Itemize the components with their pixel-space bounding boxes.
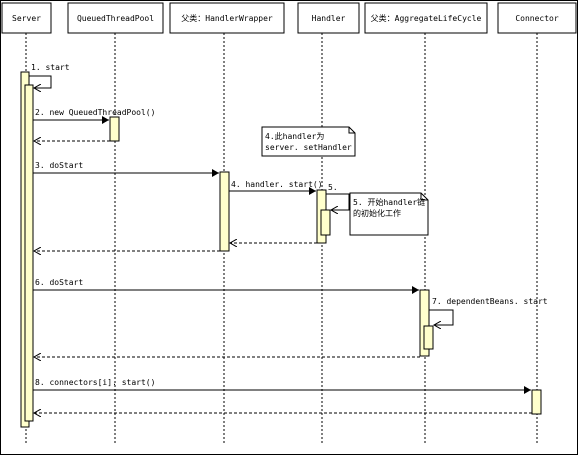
activation-handlerwrapper xyxy=(219,171,230,252)
message-4-handler-start: 4. handler. start() xyxy=(229,180,323,243)
note-2-line-1: 5. 开始handler链 xyxy=(353,197,425,207)
lifeline-label-handlerwrapper: 父类：HandlerWrapper xyxy=(181,13,273,23)
lifeline-label-connector: Connector xyxy=(515,14,559,23)
lifeline-header-handler xyxy=(297,2,360,34)
lifeline-handlerwrapper: 父类：HandlerWrapper xyxy=(169,2,285,445)
lifeline-connector: Connector xyxy=(497,2,577,445)
lifeline-label-server: Server xyxy=(12,14,41,23)
activation-handler-inner xyxy=(320,209,331,236)
activation-connector xyxy=(531,389,542,415)
note-1-box xyxy=(261,126,356,157)
lifeline-aggregatelifecycle: 父类：AggregateLifeCycle xyxy=(364,2,488,445)
message-7-label: 7. dependentBeans. start xyxy=(432,297,548,306)
message-2-new-qtp: 2. new QueuedThreadPool() xyxy=(33,108,155,141)
lifeline-label-aggregatelifecycle: 父类：AggregateLifeCycle xyxy=(371,13,482,23)
note-1: 4.此handler为 server. setHandler xyxy=(261,126,356,157)
message-1-arrow xyxy=(29,75,52,88)
message-5-self: 5. xyxy=(326,183,350,210)
lifeline-header-handlerwrapper xyxy=(169,2,285,34)
lifeline-header-aggregatelifecycle xyxy=(364,2,488,34)
lifeline-handler: Handler xyxy=(297,2,360,445)
lifeline-label-handler: Handler xyxy=(312,14,346,23)
note-2-box xyxy=(349,192,429,236)
lifeline-header-connector xyxy=(497,2,577,34)
message-3-label: 3. doStart xyxy=(35,161,83,170)
message-4-label: 4. handler. start() xyxy=(231,180,323,189)
activation-aggregatelifecycle-inner xyxy=(423,325,434,350)
message-7-dependentbeans-start: 7. dependentBeans. start xyxy=(429,297,548,325)
message-1-start: 1. start xyxy=(29,63,70,88)
message-7-arrow xyxy=(429,309,454,325)
lifeline-queuedthreadpool: QueuedThreadPool xyxy=(67,2,164,445)
note-2: 5. 开始handler链 的初始化工作 xyxy=(349,192,429,236)
note-2-fold xyxy=(420,193,428,201)
message-2-label: 2. new QueuedThreadPool() xyxy=(35,108,155,117)
lifeline-label-queuedthreadpool: QueuedThreadPool xyxy=(77,14,154,23)
activation-aggregatelifecycle-outer xyxy=(419,289,430,357)
message-5-arrow xyxy=(326,193,350,210)
message-6-label: 6. doStart xyxy=(35,278,83,287)
message-5-label: 5. xyxy=(328,183,338,192)
note-1-line-2: server. setHandler xyxy=(265,143,352,152)
message-8-connectors-start: 8. connectors[i]. start() xyxy=(33,378,532,413)
activation-queuedthreadpool xyxy=(109,116,120,142)
activation-server-inner xyxy=(24,84,34,422)
lifeline-header-queuedthreadpool xyxy=(67,2,164,34)
note-2-line-2: 的初始化工作 xyxy=(353,208,401,218)
message-3-dostart: 3. doStart xyxy=(33,161,220,251)
message-6-dostart: 6. doStart xyxy=(33,278,420,357)
message-8-label: 8. connectors[i]. start() xyxy=(35,378,155,387)
message-1-label: 1. start xyxy=(31,63,70,72)
note-1-fold xyxy=(348,127,355,134)
note-1-line-1: 4.此handler为 xyxy=(265,131,324,141)
